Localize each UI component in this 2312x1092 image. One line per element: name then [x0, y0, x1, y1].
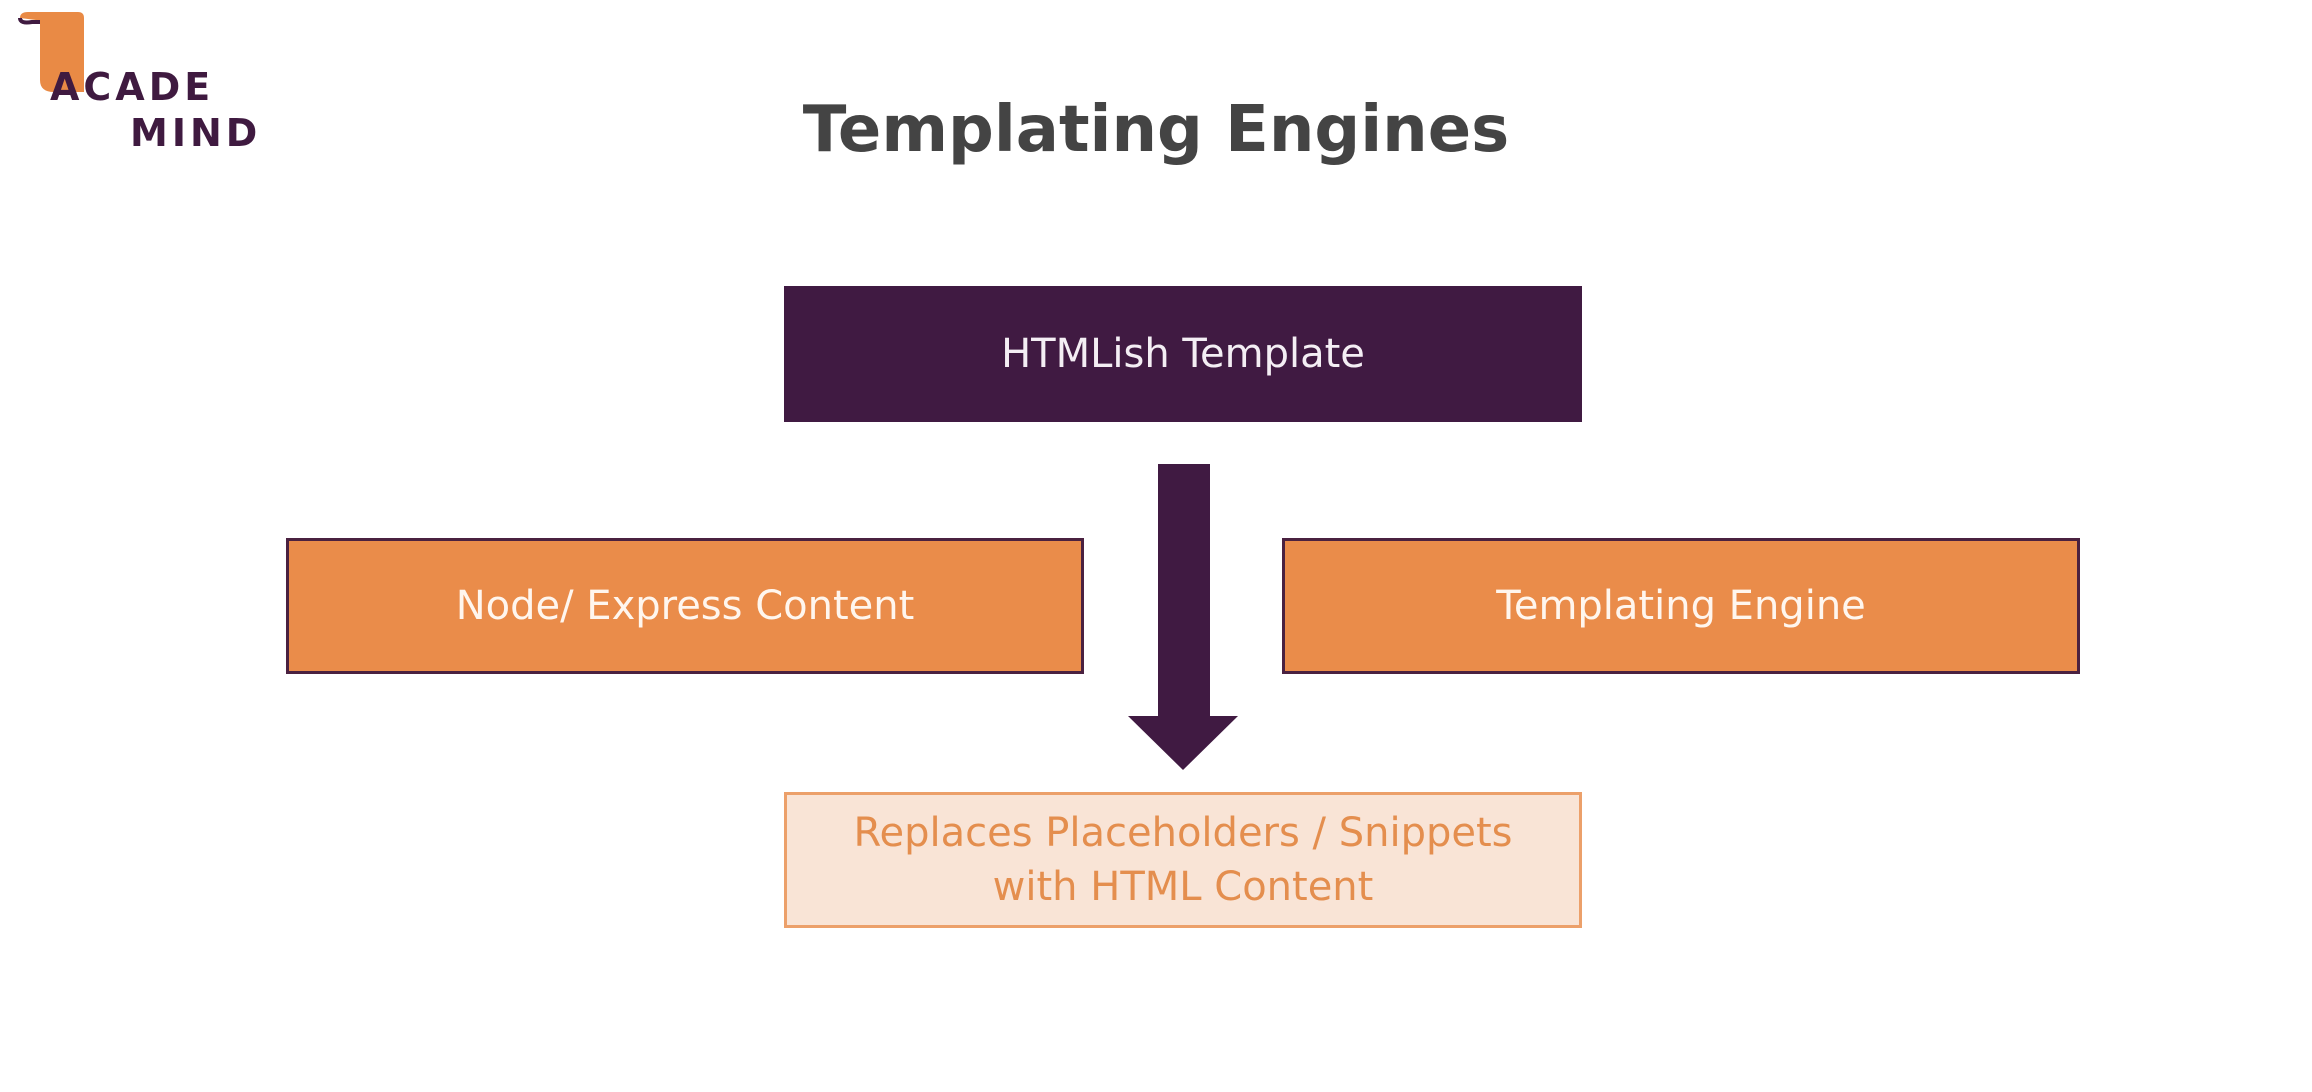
academind-logo: ACADE MIND [18, 10, 268, 155]
logo-flag-icon [18, 12, 84, 92]
htmlish-template-box: HTMLish Template [784, 286, 1582, 422]
logo-text-line2: MIND [130, 111, 262, 155]
node-express-content-box: Node/ Express Content [286, 538, 1084, 674]
down-arrow-icon [1128, 464, 1238, 770]
result-box: Replaces Placeholders / Snippets with HT… [784, 792, 1582, 928]
slide-title: Templating Engines [802, 93, 1510, 167]
templating-engine-box: Templating Engine [1282, 538, 2080, 674]
logo-text-line1: ACADE [50, 65, 215, 109]
